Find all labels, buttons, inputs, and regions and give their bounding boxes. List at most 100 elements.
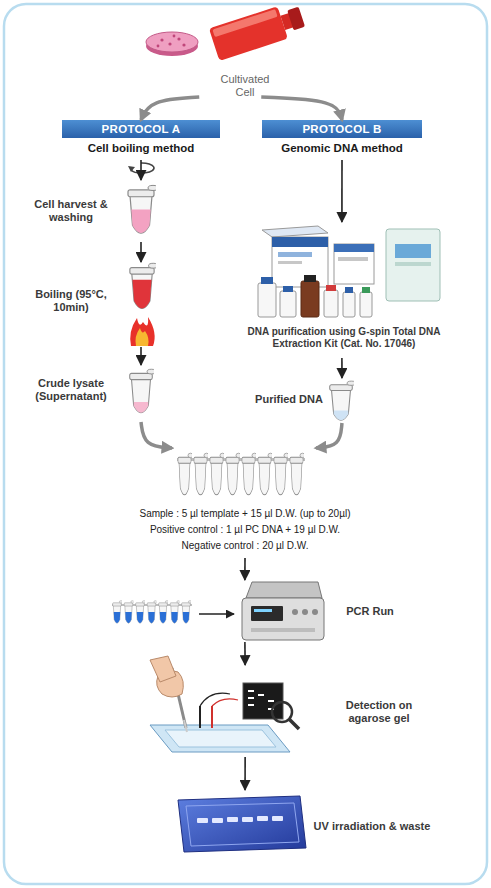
petri-dish xyxy=(157,45,160,48)
thermal-cycler xyxy=(242,582,324,640)
loaded-tube-strip xyxy=(113,601,123,624)
gel-electrophoresis xyxy=(150,725,290,752)
step-label: DNA purification using G-spin Total DNA … xyxy=(228,326,460,350)
petri-dish xyxy=(173,35,176,38)
process-step: DNA purification using G-spin Total DNA … xyxy=(228,222,460,358)
flow-arrow xyxy=(261,97,342,120)
uv-gel-tray xyxy=(178,796,306,852)
loaded-tube-strip xyxy=(182,601,192,624)
extraction-kit xyxy=(395,244,431,258)
boiling-tube xyxy=(132,280,151,309)
extraction-kit xyxy=(272,237,328,247)
culture-flask xyxy=(209,6,288,61)
pcr-tube-strip xyxy=(274,453,289,495)
uv-gel-tray xyxy=(257,816,268,821)
protocol-header: PROTOCOL BGenomic DNA method xyxy=(262,120,422,160)
extraction-kit xyxy=(278,261,302,264)
flow-arrow xyxy=(140,160,142,180)
extraction-kit xyxy=(343,292,355,317)
gel-electrophoresis xyxy=(150,656,299,752)
extraction-kit xyxy=(334,244,374,252)
pcr-tube-strip xyxy=(177,453,305,495)
petri-dish xyxy=(177,37,180,40)
extraction-kit xyxy=(258,283,276,317)
frame-border xyxy=(4,4,487,884)
centrifuge-symbol xyxy=(128,166,135,172)
uv-gel-tray xyxy=(242,817,253,822)
thermal-cycler xyxy=(312,609,318,615)
flame-symbol xyxy=(130,317,154,346)
frame-border xyxy=(4,4,487,884)
loaded-tube-strip xyxy=(114,612,120,623)
source-label: Cultivated Cell xyxy=(215,73,275,99)
harvest-tube xyxy=(128,185,158,233)
harvest-tube xyxy=(128,185,158,233)
petri-dish xyxy=(146,32,198,56)
step-label: Crude lysate (Supernatant) xyxy=(25,377,117,403)
petri-dish xyxy=(146,32,198,52)
thermal-cycler xyxy=(242,598,324,640)
extraction-kit xyxy=(324,290,338,317)
uv-gel-tray xyxy=(178,796,306,852)
petri-dish xyxy=(182,43,185,46)
uv-gel-tray xyxy=(227,817,238,822)
protocol-method: Cell boiling method xyxy=(62,142,220,156)
purified-dna-tube xyxy=(330,381,356,420)
process-step: PCR Run xyxy=(100,580,400,642)
extraction-kit xyxy=(326,285,336,291)
process-step: UV irradiation & waste xyxy=(170,790,440,855)
uv-gel-tray xyxy=(197,818,208,823)
gel-electrophoresis xyxy=(150,656,176,682)
loaded-tube-strip xyxy=(147,601,157,624)
pcr-tube-strip xyxy=(242,453,257,495)
mix-note: Negative control : 20 µl D.W. xyxy=(100,540,390,552)
loaded-tube-strip xyxy=(171,612,177,623)
flame-symbol xyxy=(136,328,149,346)
flow-arrow xyxy=(341,358,343,378)
step-label: Boiling (95°C, 10min) xyxy=(25,288,117,314)
gel-electrophoresis xyxy=(211,706,213,728)
process-step: Detection on agarose gel xyxy=(130,665,420,757)
flow-arrow xyxy=(316,423,342,448)
extraction-kit xyxy=(338,257,368,261)
extraction-kit xyxy=(395,262,431,266)
harvest-tube xyxy=(131,210,150,234)
purified-dna-tube xyxy=(330,381,356,420)
centrifuge-symbol xyxy=(128,163,154,173)
thermal-cycler xyxy=(251,606,283,621)
lysate-tube xyxy=(130,369,156,412)
lysate-tube xyxy=(130,369,156,412)
process-step: Boiling (95°C, 10min) xyxy=(25,262,170,347)
flow-arrow xyxy=(244,757,246,790)
pcr-tube-strip xyxy=(258,453,273,495)
transfer-arrow xyxy=(199,614,234,615)
protocol-method: Genomic DNA method xyxy=(262,142,422,156)
uv-gel-tray xyxy=(212,818,223,823)
gel-electrophoresis xyxy=(248,697,254,699)
gel-electrophoresis xyxy=(268,700,274,702)
step-label: Cell harvest & washing xyxy=(25,198,117,224)
loaded-tube-strip xyxy=(136,601,146,624)
culture-flask xyxy=(212,9,277,37)
thermal-cycler xyxy=(246,582,322,598)
loaded-tube-strip xyxy=(137,612,143,623)
extraction-kit xyxy=(283,286,293,292)
loaded-tube-strip xyxy=(148,612,154,623)
reaction-setup: Sample : 5 µl template + 15 µl D.W. (up … xyxy=(100,448,390,558)
loaded-tube-strip xyxy=(112,601,192,624)
extraction-kit xyxy=(301,281,319,317)
pcr-tube-strip xyxy=(226,453,241,495)
pcr-tube-strip xyxy=(210,453,225,495)
process-step: Crude lysate (Supernatant) xyxy=(25,365,170,422)
flow-arrow xyxy=(244,642,246,665)
extraction-kit xyxy=(334,244,374,284)
loaded-tube-strip xyxy=(125,612,131,623)
process-step: Cell harvest & washing xyxy=(25,180,170,242)
thermal-cycler xyxy=(292,609,298,615)
transfer-arrow xyxy=(199,613,234,615)
extraction-kit xyxy=(261,277,273,284)
flow-arrow xyxy=(341,160,343,222)
lysate-tube xyxy=(134,402,149,413)
flow-arrow xyxy=(140,242,142,262)
